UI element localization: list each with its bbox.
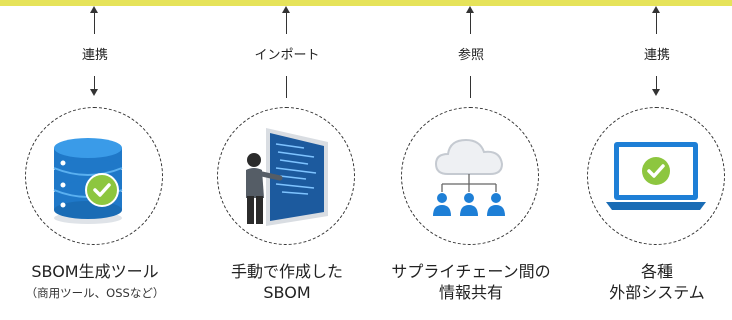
connection-label: 参照: [457, 48, 484, 63]
manual-sbom-column: インポート 手動で作成した SBOM: [212, 6, 362, 320]
connection-label: インポート: [254, 48, 320, 63]
down-arrow: [652, 76, 661, 96]
person-presentation-icon: [246, 128, 328, 226]
sbom-tool-column: 連携 SBOM生成ツール （商用ツール、OSSなど）: [20, 6, 170, 320]
icon-circle: [217, 107, 355, 245]
cloud-network-icon: [433, 138, 505, 216]
connection-label: 連携: [643, 48, 670, 63]
top-accent-bar: [0, 0, 732, 6]
down-arrow: [90, 76, 99, 96]
column-title: サプライチェーン間の 情報共有: [391, 262, 551, 302]
external-system-column: 連携 各種 外部システム: [582, 6, 732, 320]
icon-circle: [25, 107, 163, 245]
laptop-icon: [606, 142, 706, 210]
column-subtitle: （商用ツール、OSSなど）: [25, 286, 165, 300]
column-title: 各種 外部システム: [609, 262, 705, 302]
column-title: SBOM生成ツール: [31, 262, 159, 281]
column-title: 手動で作成した SBOM: [230, 262, 343, 302]
icon-circle: [587, 107, 725, 245]
up-arrow: [466, 6, 475, 34]
icon-circle: [401, 107, 539, 245]
supply-chain-column: 参照 サプライチェーン間の 情報共有: [391, 6, 551, 320]
database-icon: [53, 138, 123, 224]
up-arrow: [652, 6, 661, 34]
up-arrow: [282, 6, 291, 34]
connector-line: [286, 76, 287, 98]
connector-line: [470, 76, 471, 98]
connection-label: 連携: [81, 48, 108, 63]
up-arrow: [90, 6, 99, 34]
